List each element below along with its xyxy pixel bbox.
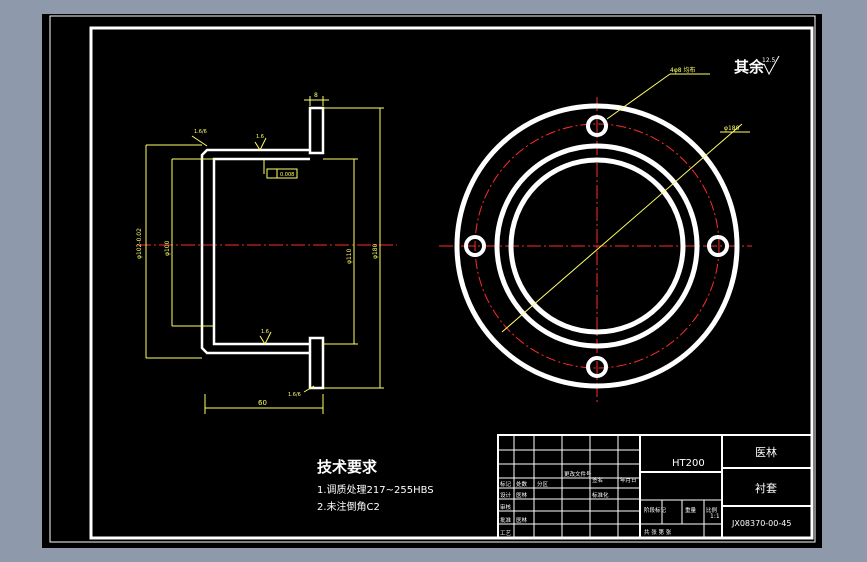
title-block (497, 434, 813, 539)
bolt-hole-top (586, 115, 608, 137)
tech-item-2: 2.未注倒角C2 (317, 500, 380, 513)
tb-label-review: 审核 (500, 503, 512, 511)
bolt-circle (474, 123, 720, 369)
bolt-hole-right (707, 235, 729, 257)
flange-bottom (308, 336, 325, 390)
tb-material: HT200 (672, 458, 705, 469)
bolt-hole-left (464, 235, 486, 257)
dim-left-inner: φ100 (164, 240, 171, 256)
outer-flange-circle (454, 103, 740, 389)
hole-note: 4φ8 均布 (670, 66, 696, 74)
side-section-view: 8 60 φ102-0.02 φ100 φ110 φ180 1.6/6 1.6 … (136, 92, 397, 414)
roughness-mid-lower-icon (259, 331, 272, 346)
tb-cell-change: 更改文件号 (564, 470, 592, 478)
tb-approver: 医林 (516, 516, 528, 524)
cad-drawing: 其余 12.5 8 60 φ102-0.02 φ100 (49, 15, 816, 543)
tech-title: 技术要求 (317, 458, 378, 476)
leader-line (191, 135, 208, 147)
flange-top (308, 106, 325, 155)
tolerance-frame (266, 168, 298, 179)
roughness-mid-lower: 1.6 (261, 329, 269, 335)
tb-label-process: 工艺 (500, 530, 512, 537)
dim-right-inner: φ110 (346, 248, 353, 264)
sleeve-inner-profile (212, 157, 310, 346)
tb-stage-label: 阶段标记 (644, 506, 667, 514)
diameter-leader (501, 123, 743, 333)
tb-cell-date: 年月日 (620, 476, 637, 484)
roughness-top-mid: 1.6 (256, 134, 264, 140)
tb-cell-zone: 分区 (537, 480, 549, 488)
tb-part-name: 衬套 (755, 482, 777, 495)
tb-drawing-no: JX08370-00-45 (731, 519, 791, 528)
dim-right-outer: φ180 (372, 243, 379, 259)
leader-line (303, 385, 315, 393)
roughness-label: 其余 (734, 58, 765, 76)
bolt-hole-bottom (586, 356, 608, 378)
tb-scale-label: 比例 (706, 506, 718, 514)
drawing-frame (89, 26, 814, 540)
tb-label-mark: 标记 (500, 480, 512, 488)
tb-label-design: 设计 (500, 491, 512, 499)
roughness-note: 其余 12.5 (734, 55, 780, 76)
dim-top-thickness: 8 (314, 92, 318, 99)
front-view: 4φ8 均布 φ180 (439, 66, 752, 402)
title-block-text: HT200 医林 衬套 JX08370-00-45 1:1 标记 设计 审核 批… (500, 445, 791, 537)
roughness-top-left: 1.6/6 (194, 129, 207, 135)
tb-label-approve: 批准 (500, 516, 512, 524)
outer-border (49, 15, 816, 543)
roughness-symbol-icon (763, 55, 780, 76)
tb-cell-sign: 签名 (592, 476, 603, 484)
tb-standardize: 标准化 (592, 491, 609, 499)
tech-item-1: 1.调质处理217~255HBS (317, 484, 434, 496)
tb-cell-count: 处数 (516, 480, 528, 488)
sleeve-outer-circle (494, 143, 700, 349)
tb-weight-label: 重量 (685, 506, 697, 514)
roughness-top-mid-icon (254, 137, 267, 152)
sleeve-outer-profile (200, 148, 310, 355)
tb-school: 医林 (755, 445, 777, 459)
circle-dim: φ180 (724, 125, 740, 132)
tb-scale: 1:1 (710, 513, 720, 520)
tb-designer: 医林 (516, 491, 528, 499)
drawing-canvas: 其余 12.5 8 60 φ102-0.02 φ100 (42, 14, 822, 548)
dim-left-outer: φ102-0.02 (136, 228, 143, 259)
sleeve-inner-circle (508, 157, 686, 335)
roughness-value: 12.5 (762, 57, 776, 64)
tolerance-box: 0.008 (280, 172, 294, 178)
hole-leader (606, 73, 671, 120)
roughness-bottom: 1.6/6 (288, 392, 301, 398)
tb-sheet-label: 共 张 第 张 (644, 528, 672, 536)
tech-requirements: 技术要求 1.调质处理217~255HBS 2.未注倒角C2 (317, 458, 434, 513)
title-block-frame (497, 434, 813, 539)
dim-bottom-length: 60 (258, 399, 267, 407)
